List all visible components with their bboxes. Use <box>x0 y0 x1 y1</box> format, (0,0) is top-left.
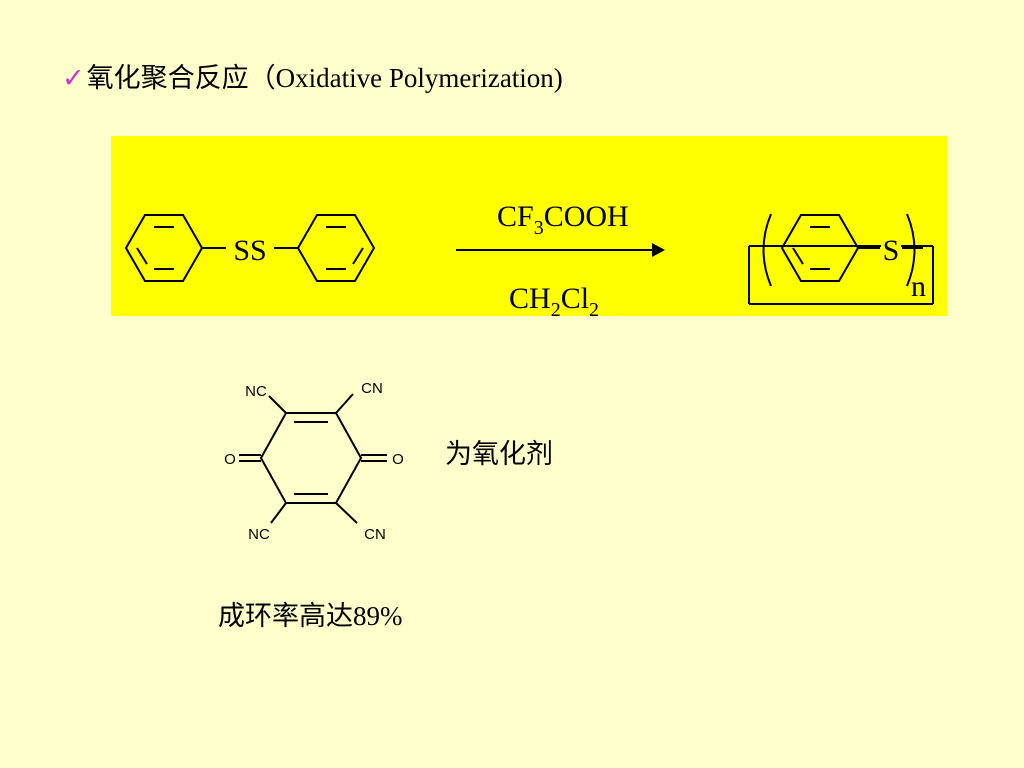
reagent-above-arrow: CF3COOH <box>497 200 629 239</box>
reaction-scheme-box: SS CF3COOH CH2Cl2 S n <box>111 136 947 321</box>
quinone-ring <box>259 412 363 504</box>
product-benzene-ring <box>780 214 860 282</box>
right-ring-double-bond <box>352 247 364 265</box>
product-ring-double-bond <box>792 247 804 265</box>
reaction-scheme-diagram: SS CF3COOH CH2Cl2 S n <box>124 200 934 321</box>
repeat-count-label: n <box>911 270 926 303</box>
ddq-oxidant-structure: NC CN NC CN O O <box>224 380 404 543</box>
left-benzene-ring <box>124 214 204 282</box>
solvent-below-arrow: CH2Cl2 <box>509 282 599 316</box>
reactant-disulfide-label: SS <box>233 234 266 267</box>
substituent-top-right: CN <box>361 380 383 397</box>
bond-to-top-left-nc <box>268 395 287 414</box>
right-parenthesis <box>906 213 916 287</box>
substituent-bottom-right: CN <box>364 526 386 543</box>
left-ring-double-bond <box>136 247 148 265</box>
oxidant-caption: 为氧化剂 <box>445 439 553 469</box>
cyclization-yield-text: 成环率高达89% <box>218 601 403 631</box>
bond-to-bottom-right-cn <box>335 502 358 524</box>
substituent-bottom-left: NC <box>248 526 270 543</box>
product-sulfur-label: S <box>883 234 900 267</box>
checkmark-icon: ✓ <box>62 63 85 93</box>
slide-title-text: 氧化聚合反应（Oxidative Polymerization) <box>86 63 563 93</box>
bond-to-top-right-cn <box>335 393 354 414</box>
ss-label-backdrop <box>228 232 272 264</box>
right-oxygen-label: O <box>392 451 404 468</box>
s-label-backdrop <box>881 233 901 263</box>
left-oxygen-label: O <box>224 451 236 468</box>
bond-to-bottom-left-nc <box>270 502 287 524</box>
reaction-arrowhead <box>652 243 665 257</box>
substituent-top-left: NC <box>245 383 267 400</box>
left-parenthesis <box>762 213 772 287</box>
slide-title: ✓氧化聚合反应（Oxidative Polymerization) <box>62 60 563 96</box>
